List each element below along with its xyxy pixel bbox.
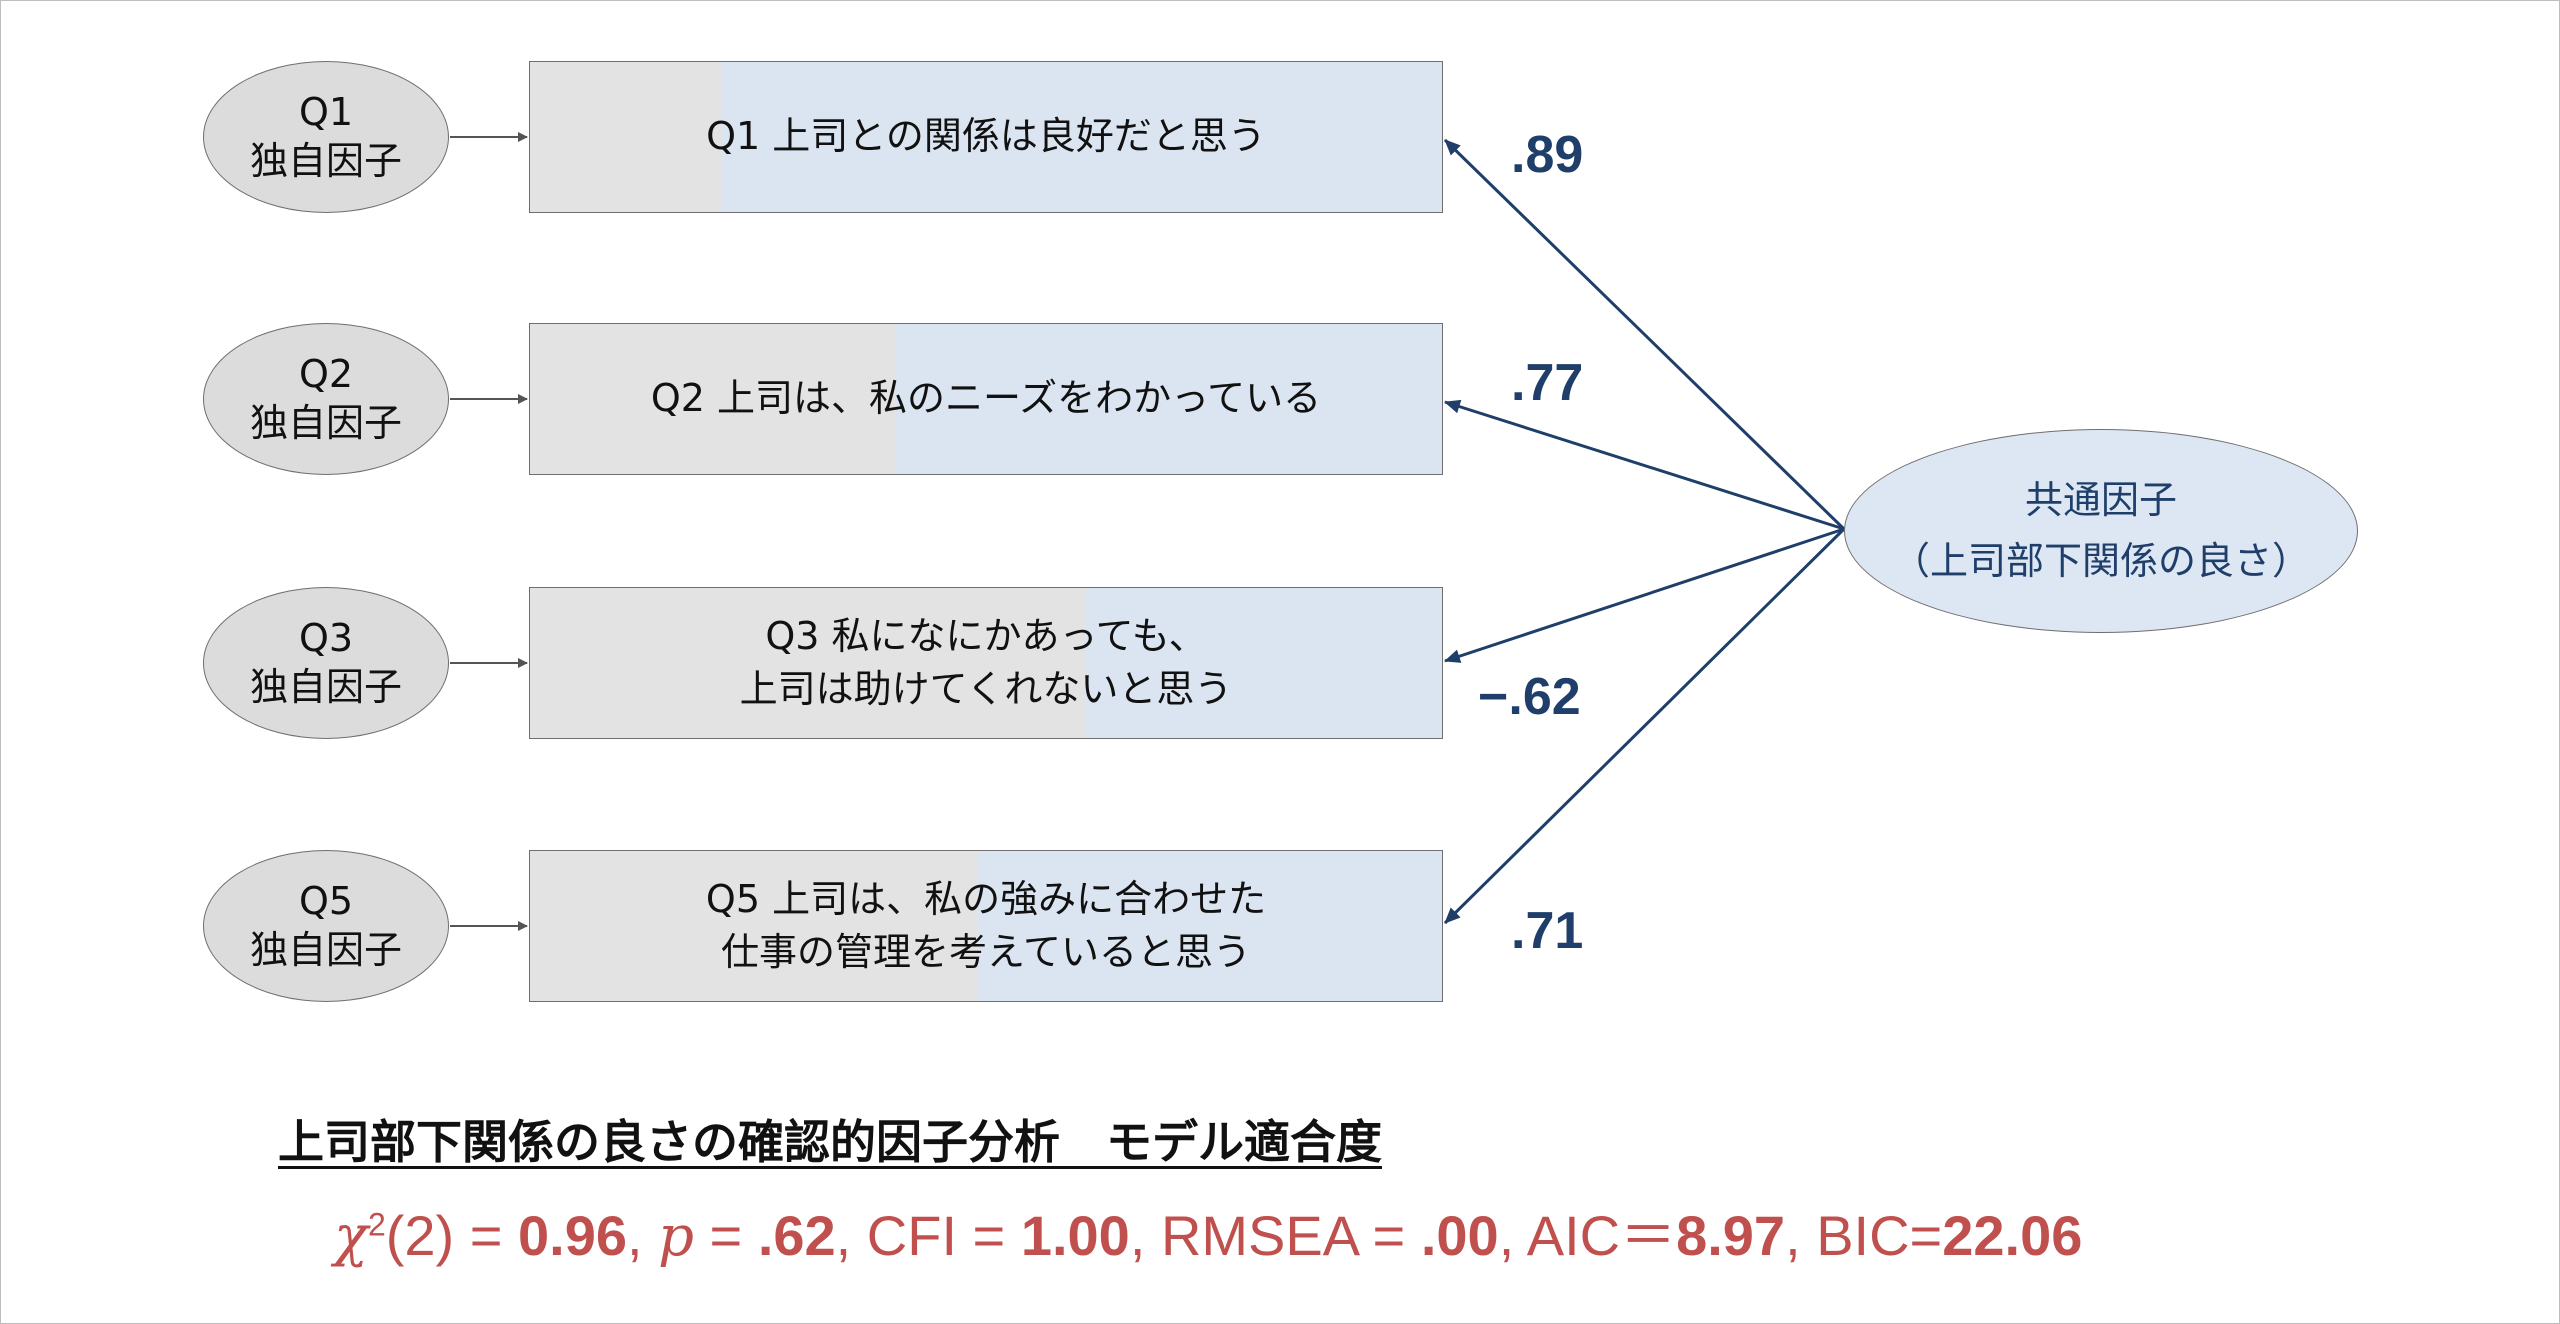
chi-df: (2) =: [385, 1204, 518, 1267]
common-factor-label: （上司部下関係の良さ）: [1891, 539, 2310, 583]
item-box-q1: Q1 上司との関係は良好だと思う: [529, 61, 1443, 213]
unique-factor-label: 独自因子: [249, 139, 402, 183]
chi-symbol: χ: [334, 1204, 368, 1269]
cfi-label: , CFI =: [835, 1204, 1021, 1267]
item-text: Q1 上司との関係は良好だと思う: [706, 114, 1266, 159]
aic-value: 8.97: [1676, 1204, 1786, 1267]
loading-arrow-q3: [1444, 527, 1845, 663]
item-text: 上司は助けてくれないと思う: [739, 667, 1233, 711]
item-box-q2: Q2 上司は、私のニーズをわかっている: [529, 323, 1443, 475]
common-variance-fill: [1086, 588, 1442, 738]
loading-q2: .77: [1511, 354, 1584, 412]
fit-statistics: χ2(2) = 0.96, p = .62, CFI = 1.00, RMSEA…: [334, 1191, 2082, 1272]
rmsea-label: , RMSEA =: [1129, 1204, 1421, 1267]
chi-value: 0.96: [518, 1204, 627, 1267]
unique-factor-label: Q3: [298, 615, 354, 660]
loading-q1: .89: [1511, 126, 1584, 184]
common-variance-fill: [721, 62, 1442, 212]
common-factor-label: 共通因子: [2024, 478, 2177, 523]
item-box-q3: Q3 私になにかあっても、 上司は助けてくれないと思う: [529, 587, 1443, 739]
item-text: Q2 上司は、私のニーズをわかっている: [650, 376, 1322, 421]
p-value: .62: [757, 1204, 836, 1267]
item-text: Q5 上司は、私の強みに合わせた: [705, 876, 1267, 921]
item-text: 仕事の管理を考えていると思う: [720, 930, 1252, 974]
common-factor: 共通因子 （上司部下関係の良さ）: [1844, 429, 2358, 633]
unique-factor-q3: Q3 独自因子: [203, 587, 449, 739]
rmsea-value: .00: [1420, 1204, 1499, 1267]
unique-factor-label: Q5: [298, 878, 354, 923]
unique-factor-q5: Q5 独自因子: [203, 850, 449, 1002]
unique-factor-label: 独自因子: [249, 401, 402, 445]
separator: ,: [627, 1204, 659, 1267]
unique-factor-label: 独自因子: [249, 928, 402, 972]
p-equals: =: [693, 1204, 758, 1267]
unique-factor-label: Q2: [298, 351, 354, 396]
loading-arrow-q5: [1443, 527, 1846, 925]
common-variance-fill: [894, 324, 1442, 474]
aic-label: , AIC＝: [1498, 1204, 1677, 1267]
loading-q3: −.62: [1478, 668, 1581, 726]
p-symbol: p: [658, 1204, 694, 1269]
unique-factor-label: Q1: [298, 89, 354, 134]
common-variance-fill: [976, 851, 1442, 1001]
loading-arrow-q2: [1444, 399, 1845, 531]
loading-q5: .71: [1511, 902, 1584, 960]
loading-arrow-q1: [1443, 138, 1846, 531]
unique-factor-q2: Q2 独自因子: [203, 323, 449, 475]
bic-value: 22.06: [1942, 1204, 2083, 1267]
fit-title: 上司部下関係の良さの確認的因子分析 モデル適合度: [278, 1115, 1382, 1169]
item-text: Q3 私になにかあっても、: [765, 613, 1207, 658]
bic-label: , BIC=: [1785, 1204, 1943, 1267]
unique-factor-q1: Q1 独自因子: [203, 61, 449, 213]
chi-superscript: 2: [367, 1206, 386, 1243]
cfi-value: 1.00: [1020, 1204, 1130, 1267]
unique-factor-label: 独自因子: [249, 665, 402, 709]
item-box-q5: Q5 上司は、私の強みに合わせた 仕事の管理を考えていると思う: [529, 850, 1443, 1002]
